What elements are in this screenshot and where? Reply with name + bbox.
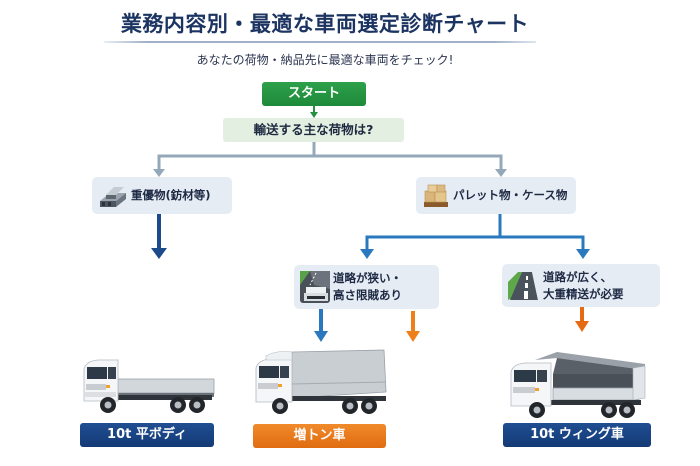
road-condition-line1: 道路が広く、 [543, 269, 612, 284]
road-condition-line1: 道略が狭い・ [333, 271, 402, 285]
arrowhead-narrow [360, 249, 374, 259]
road-condition-label: 道略が狭い・ 高さ限賊あり [333, 270, 402, 304]
cargo-option-pallet[interactable]: パレット物・ケース物 [416, 177, 576, 214]
flatbed-truck-icon [83, 359, 215, 413]
road-condition-line2: 高さ限賊あり [333, 288, 402, 302]
result-zoton-truck[interactable]: 増トン車 [253, 424, 386, 448]
arrowhead-heavy-down [151, 248, 167, 259]
wide-road-icon [508, 269, 540, 302]
start-node: スタート [262, 82, 366, 106]
road-condition-narrow[interactable]: 道略が狭い・ 高さ限賊あり [294, 265, 439, 309]
arrowhead-pallet [495, 169, 507, 177]
question-node: 輸送する主な荷物は? [223, 118, 404, 142]
arrowhead-narrow-orange [406, 331, 420, 342]
title-underline [104, 41, 536, 43]
road-condition-label: 道路が広く、 大重精送が必要 [543, 269, 624, 303]
arrowhead-narrow-blue [314, 331, 328, 342]
steel-beams-icon [100, 186, 126, 207]
arrowhead-heavy [153, 169, 165, 177]
arrowhead-wide-orange [575, 321, 589, 332]
chart-title: 業務内容別・最適な車両選定診断チャート [120, 12, 530, 36]
cargo-option-label: パレット物・ケース物 [453, 188, 568, 202]
connector-to-pallet [314, 154, 503, 170]
arrowhead-wide [576, 249, 590, 259]
connector-to-narrow [365, 214, 502, 250]
chart-subtitle: あなたの荷物・納品先に最適な車両をチェック! [196, 53, 454, 67]
box-truck-icon [255, 349, 387, 414]
narrow-road-icon [300, 271, 330, 303]
pallet-boxes-icon [424, 184, 448, 207]
road-condition-line2: 大重精送が必要 [543, 286, 624, 301]
cargo-option-heavy[interactable]: 重優物(鈁材等) [92, 177, 232, 214]
connector-to-wide [500, 235, 585, 250]
connector-to-heavy [157, 142, 316, 170]
result-flatbed-truck[interactable]: 10t 平ボディ [80, 423, 214, 447]
road-condition-wide[interactable]: 道路が広く、 大重精送が必要 [502, 264, 660, 307]
start-arrowhead [310, 112, 318, 118]
wing-truck-icon [510, 352, 646, 418]
cargo-option-label: 重優物(鈁材等) [131, 188, 211, 202]
result-wing-truck[interactable]: 10t ウィング車 [503, 423, 651, 447]
